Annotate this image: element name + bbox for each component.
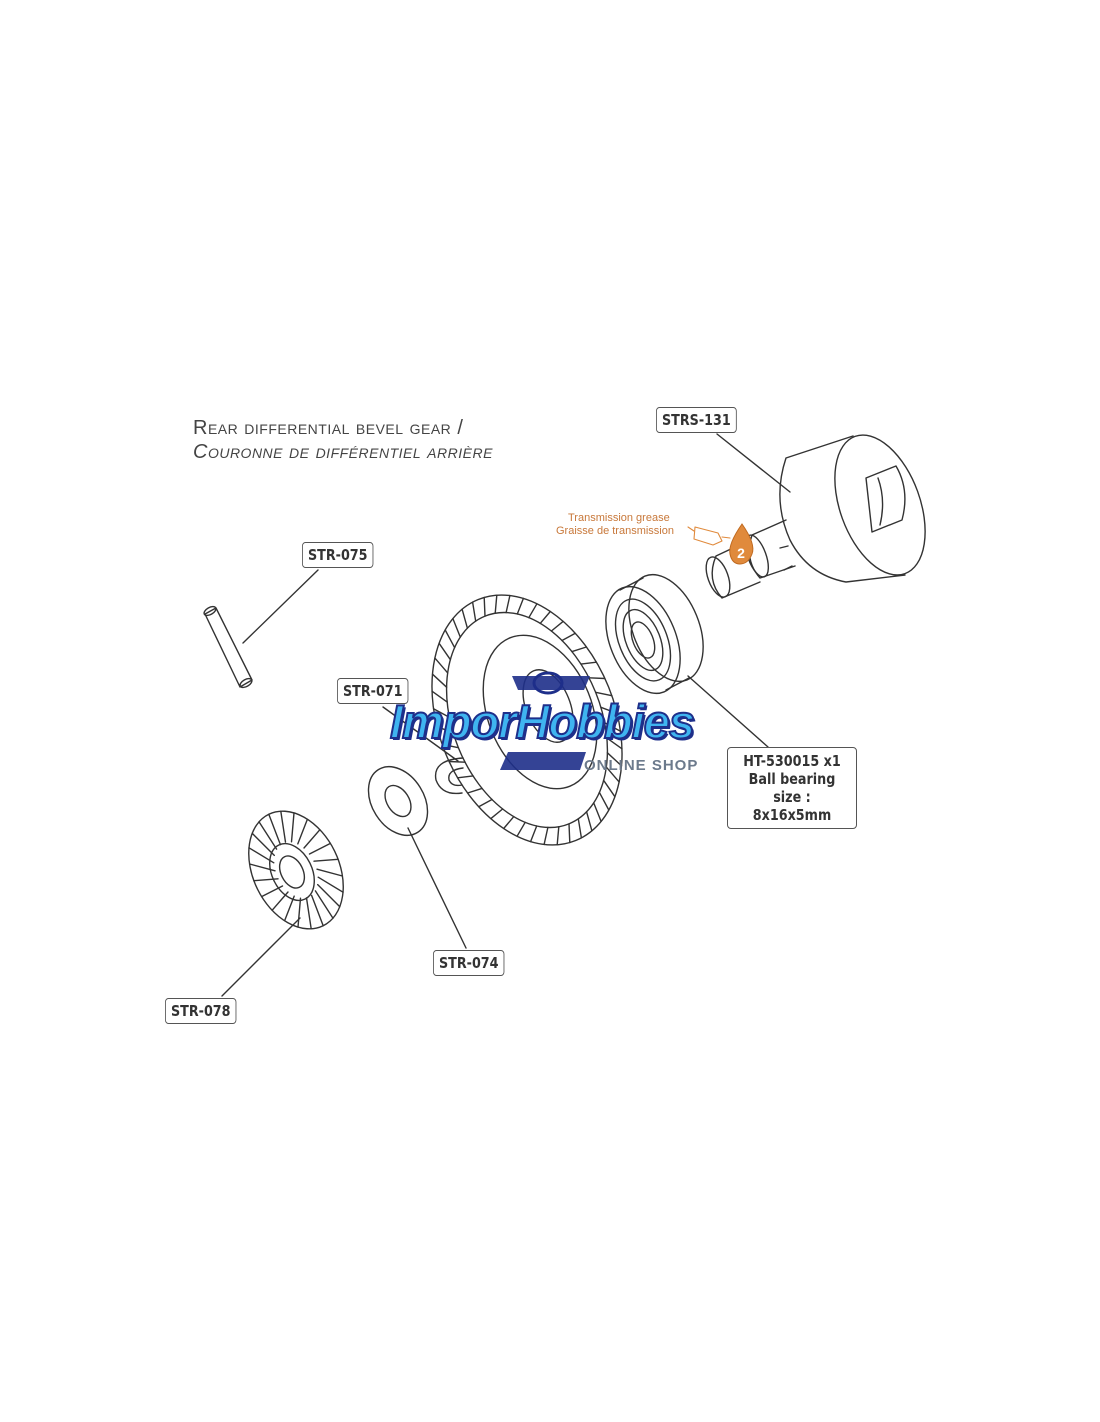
label-strs-131: STRS-131	[656, 407, 737, 433]
gear-tooth	[258, 821, 278, 850]
gear-tooth	[313, 858, 339, 862]
gear-tooth	[448, 760, 466, 763]
gear-tooth	[588, 677, 606, 680]
gear-tooth	[431, 673, 448, 688]
label-str-075: STR-075	[302, 542, 374, 568]
bearing-part-number: HT-530015 x1	[743, 752, 841, 770]
gear-tooth	[529, 825, 538, 843]
gear-tooth	[251, 832, 275, 857]
gear-tooth	[316, 868, 344, 877]
gear-tooth	[598, 791, 610, 811]
bevel-gear-str-078	[248, 810, 344, 930]
gear-tooth	[561, 632, 576, 642]
bearing-size-label: Ball bearing size :	[748, 770, 836, 806]
grease-drop-icon: 2	[729, 523, 754, 565]
gear-tooth	[478, 798, 493, 808]
gear-tooth	[317, 883, 341, 908]
bearing-size-value: 8x16x5mm	[752, 806, 832, 824]
gear-tooth	[516, 597, 525, 615]
gear-tooth	[516, 821, 526, 837]
gear-tooth	[471, 601, 477, 622]
gear-tooth	[539, 610, 551, 625]
gear-tooth	[600, 706, 618, 715]
gear-tooth	[308, 842, 332, 855]
gear-tooth	[441, 743, 460, 749]
gear-tooth	[466, 787, 483, 794]
gear-tooth	[606, 737, 623, 750]
gear-tooth	[456, 775, 474, 779]
gear-tooth	[577, 818, 583, 839]
title-english: Rear differential bevel gear /	[193, 417, 464, 439]
gear-tooth	[550, 620, 564, 632]
gear-tooth	[585, 811, 593, 832]
title-french: Couronne de différentiel arrière	[193, 441, 493, 463]
label-str-074: STR-074	[433, 950, 505, 976]
grease-drop-number: 2	[737, 545, 745, 561]
gear-tooth	[303, 829, 321, 849]
gear-tooth	[461, 608, 469, 629]
gear-tooth	[268, 813, 282, 846]
grease-french: Graisse de transmission	[556, 525, 674, 537]
gear-tooth	[602, 779, 616, 798]
gear-tooth	[280, 810, 287, 843]
gear-tooth	[297, 818, 309, 845]
gear-tooth	[290, 812, 295, 843]
gear-tooth	[314, 890, 334, 919]
gear-tooth	[436, 725, 454, 734]
watermark-name: ImporHobbies	[389, 694, 696, 749]
grease-tube-icon	[687, 526, 731, 546]
gear-tooth	[490, 808, 504, 820]
gear-tooth	[605, 766, 620, 783]
ball-bearing	[605, 573, 704, 695]
gear-tooth	[556, 826, 560, 846]
gear-tooth	[543, 826, 549, 846]
gear-tooth	[248, 863, 276, 872]
gear-tooth	[283, 895, 295, 922]
label-ball-bearing: HT-530015 x1 Ball bearing size : 8x16x5m…	[727, 747, 857, 829]
diagram-title: Rear differential bevel gear / Couronne …	[193, 416, 493, 464]
watermark-subtitle: ONLINE SHOP	[584, 757, 699, 774]
gear-tooth	[580, 661, 598, 665]
gear-tooth	[305, 897, 312, 930]
gear-tooth	[444, 629, 456, 649]
gear-tooth	[604, 722, 622, 732]
gear-tooth	[594, 691, 613, 697]
label-str-078: STR-078	[165, 998, 237, 1024]
gear-tooth	[503, 815, 515, 830]
gear-tooth	[310, 894, 324, 927]
outdrive-cup-strs-131	[705, 434, 926, 599]
gear-tooth	[297, 897, 302, 928]
gear-tooth	[452, 617, 461, 638]
snap-ring	[434, 757, 464, 795]
gear-tooth	[432, 708, 450, 718]
label-str-071: STR-071	[337, 678, 409, 704]
grease-english: Transmission grease	[568, 512, 670, 524]
gear-tooth	[528, 603, 538, 619]
gear-tooth	[568, 823, 571, 844]
gear-tooth	[483, 596, 486, 617]
gear-tooth	[434, 657, 449, 674]
leader-lines	[221, 433, 791, 997]
gear-tooth	[317, 876, 344, 893]
grease-note: Transmission grease Graisse de transmiss…	[556, 512, 674, 538]
gear-tooth	[571, 646, 588, 653]
gear-tooth	[606, 752, 623, 767]
gear-tooth	[260, 885, 284, 898]
gear-tooth	[593, 802, 602, 823]
gear-tooth	[431, 690, 448, 703]
crown-gear-str-071	[431, 594, 623, 846]
pin-str-075	[203, 605, 253, 689]
gear-tooth	[505, 594, 511, 614]
washer-str-074	[367, 766, 429, 836]
watermark-logo-icon	[500, 671, 590, 770]
gear-tooth	[438, 642, 452, 661]
gear-tooth	[494, 594, 498, 614]
